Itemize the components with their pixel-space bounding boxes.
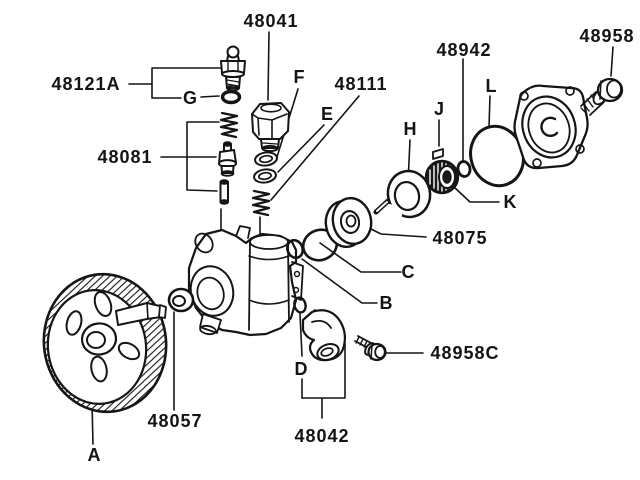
bolt-48958-drawing: [580, 77, 624, 116]
key-plate-drawing: [432, 148, 444, 160]
label-48942: 48942: [436, 40, 492, 60]
label-L: L: [485, 76, 497, 96]
leader-lines: [91, 31, 614, 445]
control-valve-drawing: [218, 141, 237, 177]
label-A: A: [87, 445, 101, 465]
label-D: D: [294, 359, 308, 379]
label-F: F: [293, 67, 305, 87]
label-48958C: 48958C: [430, 343, 500, 363]
rotor-hub-drawing: [324, 196, 373, 249]
pulley-drawing: [42, 272, 168, 414]
label-48121A: 48121A: [51, 74, 121, 94]
snap-ring-drawing: [386, 169, 432, 219]
label-K: K: [503, 192, 517, 212]
label-J: J: [433, 99, 445, 119]
label-48042: 48042: [294, 426, 350, 446]
label-B: B: [379, 293, 393, 313]
oring-g-drawing: [220, 89, 242, 105]
label-48075: 48075: [432, 228, 488, 248]
label-48081: 48081: [97, 147, 153, 167]
oring-d-drawing: [293, 296, 307, 314]
shaft-key-drawing: [373, 198, 391, 215]
valve-pin-drawing: [219, 179, 229, 205]
pump-body-drawing: [187, 225, 304, 337]
label-G: G: [182, 88, 198, 108]
bolt-48958c-drawing: [354, 335, 387, 362]
oring-48942-drawing: [456, 160, 472, 178]
oring-e-drawing: [253, 168, 277, 184]
pressure-switch-drawing: [220, 45, 246, 92]
label-E: E: [320, 104, 334, 124]
rear-cover-drawing: [513, 84, 589, 170]
label-48958: 48958: [579, 26, 635, 46]
vane-rotor-drawing: [424, 159, 460, 195]
label-C: C: [401, 262, 415, 282]
label-H: H: [403, 119, 417, 139]
connector-fitting-drawing: [251, 102, 290, 153]
label-48111: 48111: [334, 74, 388, 94]
suction-pipe-drawing: [301, 309, 347, 362]
oil-seal-drawing: [167, 287, 195, 313]
spring-48111-drawing: [251, 189, 271, 217]
oring-f-drawing: [254, 151, 278, 167]
label-48041: 48041: [243, 11, 299, 31]
spring-48081-drawing: [219, 111, 239, 139]
label-48057: 48057: [147, 411, 203, 431]
